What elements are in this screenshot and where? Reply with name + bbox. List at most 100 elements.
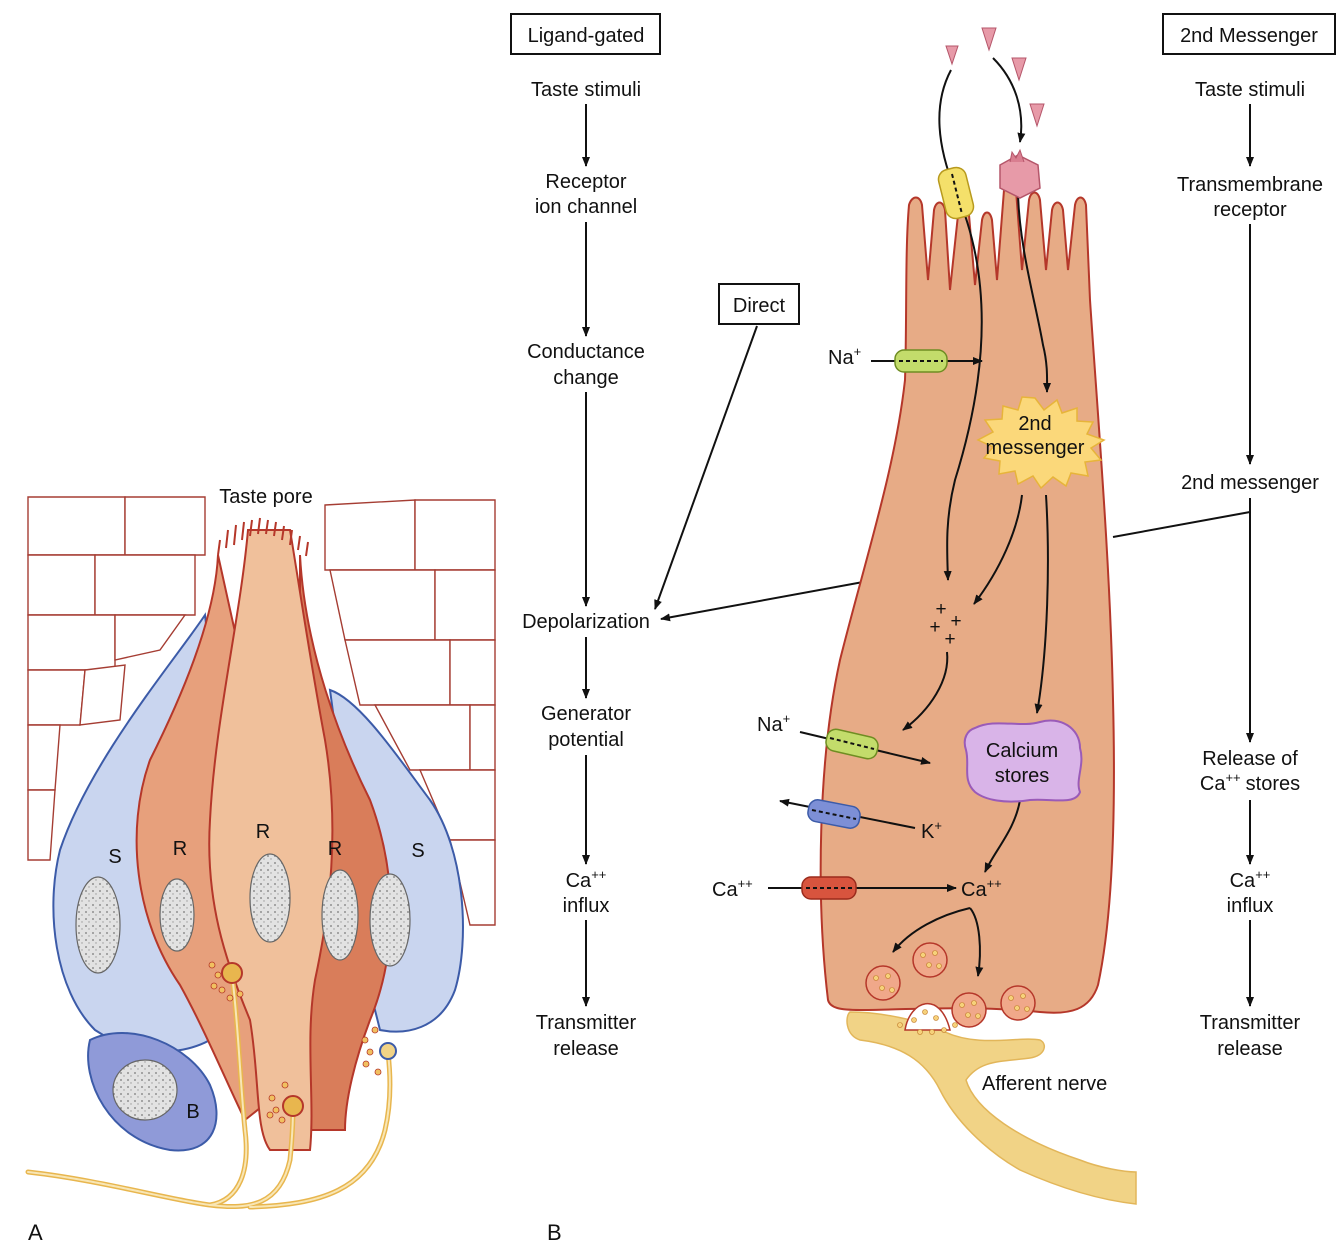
messenger-step-release-2: Ca++ stores [1200, 770, 1300, 795]
ligand-step-taste-stimuli: Taste stimuli [531, 79, 641, 101]
ligand-gated-pathway: Ligand-gated Taste stimuli Receptor ion … [510, 13, 886, 1244]
messenger-step-transmitter-1: Transmitter [1200, 1012, 1301, 1034]
cell-label-s-right: S [411, 840, 424, 862]
charge-3: + [950, 611, 961, 632]
na-top-text: Na [828, 347, 854, 369]
cell-label-r-right: R [328, 838, 342, 860]
nucleus-r-center [249, 853, 291, 943]
messenger-step-transmembrane-2: receptor [1213, 199, 1287, 221]
calcium-stores [963, 719, 1083, 803]
ligand-step-generator-1: Generator [541, 703, 631, 725]
na-bottom-label: Na+ [757, 711, 790, 736]
calcium-stores-label-1: Calcium [986, 740, 1058, 762]
nucleus-s-right [369, 873, 411, 967]
ligand-step-ca-influx-1: Ca++ [566, 867, 607, 892]
second-messenger-label-1: 2nd [1018, 413, 1051, 435]
cell-label-r-left: R [173, 838, 187, 860]
ligand-step-receptor-1: Receptor [545, 171, 626, 193]
ca-inside-text: Ca [961, 879, 987, 901]
direct-title: Direct [733, 295, 786, 317]
na-bottom-text: Na [757, 714, 783, 736]
epithelium-left [27, 496, 206, 861]
cell-to-depolarization-arrow [660, 577, 886, 622]
ca-in-label: Ca++ [712, 876, 753, 901]
ligand-gated-box [510, 13, 661, 55]
na-top-superscript: + [854, 344, 862, 359]
messenger-ca-text: Ca [1230, 870, 1256, 892]
na-top-label: Na+ [828, 344, 861, 369]
synapse-3 [379, 1042, 397, 1060]
ligand-step-ca-influx-2: influx [563, 895, 610, 917]
second-messenger-burst [976, 396, 1106, 490]
panel-label-b: B [547, 1220, 562, 1244]
messenger-step-ca-influx-1: Ca++ [1230, 867, 1271, 892]
second-messenger-box [1162, 13, 1336, 55]
messenger-to-cell-line [1112, 511, 1251, 538]
cell-label-r-center: R [256, 821, 270, 843]
charge-4: + [944, 629, 955, 650]
ligand-ca-text: Ca [566, 870, 592, 892]
messenger-step-ca-influx-2: influx [1227, 895, 1274, 917]
messenger-step-release-1: Release of [1202, 748, 1298, 770]
ca-in-text: Ca [712, 879, 738, 901]
afferent-nerve [846, 1011, 1137, 1205]
messenger-release-stores: stores [1246, 773, 1300, 795]
cell-label-basal: B [186, 1101, 199, 1123]
epithelium-right [324, 499, 496, 926]
panel-label-a: A [28, 1220, 43, 1244]
ca-in-superscript: ++ [738, 876, 753, 891]
microvilli [217, 517, 309, 557]
ligand-step-generator-2: potential [548, 729, 624, 751]
ligand-pathway-arrows [892, 57, 1052, 977]
taste-pore-label: Taste pore [219, 486, 312, 508]
charge-2: + [929, 617, 940, 638]
direct-box [718, 283, 800, 325]
messenger-step-2nd-messenger: 2nd messenger [1181, 472, 1319, 494]
nucleus-r-right [321, 869, 359, 961]
vesicles-a [208, 961, 382, 1124]
charge-1: + [935, 599, 946, 620]
ligand-step-transmitter-2: release [553, 1038, 619, 1060]
panel-a-taste-bud: Taste pore S R R R S B A [25, 486, 496, 1244]
second-messenger-label-2: messenger [986, 437, 1085, 459]
ligand-step-conductance-2: change [553, 367, 619, 389]
ca-inside-superscript: ++ [987, 876, 1002, 891]
messenger-release-ca: Ca [1200, 773, 1226, 795]
receptor-cell-body [819, 181, 1115, 1014]
na-channel-bottom-pore [829, 737, 875, 750]
ca-inside-label: Ca++ [961, 876, 1002, 901]
ligand-step-receptor-2: ion channel [535, 196, 637, 218]
synaptic-vesicles [865, 942, 1036, 1035]
nerve-fibers-inner [27, 974, 391, 1208]
k-text: K [921, 821, 935, 843]
k-channel-pore [811, 809, 857, 820]
messenger-step-taste-stimuli: Taste stimuli [1195, 79, 1305, 101]
na-bottom-superscript: + [783, 711, 791, 726]
ligand-step-conductance-1: Conductance [527, 341, 645, 363]
ligand-ca-superscript: ++ [591, 867, 606, 882]
cell-label-s-left: S [108, 846, 121, 868]
afferent-nerve-label: Afferent nerve [982, 1073, 1107, 1095]
second-messenger-pathway: 2nd Messenger Taste stimuli Transmembran… [1112, 13, 1336, 1060]
receptor-ion-channel [937, 166, 975, 220]
nucleus-r-left [159, 878, 195, 952]
taste-molecules [945, 27, 1045, 128]
direct-arrow [654, 325, 758, 610]
messenger-step-transmembrane-1: Transmembrane [1177, 174, 1323, 196]
messenger-ca-superscript: ++ [1255, 867, 1270, 882]
receptor-binding-site [1009, 148, 1025, 163]
calcium-stores-label-2: stores [995, 765, 1049, 787]
ligand-step-transmitter-1: Transmitter [536, 1012, 637, 1034]
ligand-gated-title: Ligand-gated [528, 25, 645, 47]
synapse-1 [221, 962, 243, 984]
second-messenger-title: 2nd Messenger [1180, 25, 1318, 47]
k-label: K+ [921, 818, 942, 843]
nucleus-s-left [75, 876, 121, 974]
basal-nucleus [112, 1059, 178, 1121]
receptor-cell-diagram: 2nd messenger Calcium stores + + + + Na+… [712, 27, 1137, 1205]
messenger-step-transmitter-2: release [1217, 1038, 1283, 1060]
synapse-2 [282, 1095, 304, 1117]
messenger-release-superscript: ++ [1225, 770, 1240, 785]
k-superscript: + [934, 818, 942, 833]
